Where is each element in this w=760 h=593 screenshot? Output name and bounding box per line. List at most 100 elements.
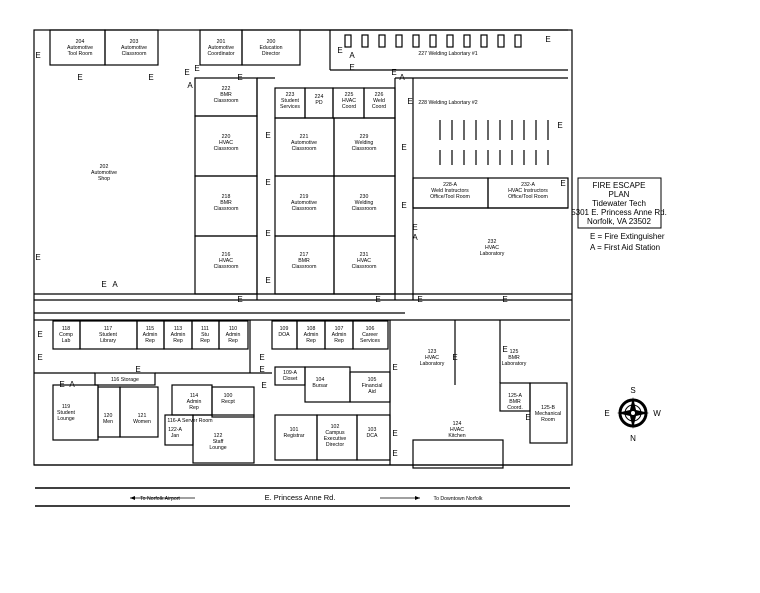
compass: S N E W [604, 386, 661, 443]
room-wall [218, 320, 249, 350]
fire-extinguisher-marker: E [525, 413, 530, 422]
welding-booth [497, 34, 505, 48]
legend-title-line: Norfolk, VA 23502 [587, 217, 651, 226]
first-aid-marker: A [399, 73, 405, 82]
fire-extinguisher-marker: E [77, 73, 82, 82]
compass-center [631, 411, 635, 415]
fire-extinguisher-marker: E [412, 223, 417, 232]
road-arrow-right-head [415, 496, 420, 500]
walls [33, 29, 573, 469]
fire-extinguisher-marker: E [337, 46, 342, 55]
first-aid-marker: A [69, 380, 75, 389]
fire-extinguisher-marker: E [135, 365, 140, 374]
fire-extinguisher-marker: E [261, 381, 266, 390]
legend-title-line: 5301 E. Princess Anne Rd. [571, 208, 667, 217]
room-label-r116a: 116-A Server Room [167, 418, 212, 424]
legend-key-first-aid: A = First Aid Station [590, 243, 660, 252]
welding-booth [395, 34, 403, 48]
first-aid-marker: A [187, 81, 193, 90]
legend-box [577, 177, 662, 229]
fire-extinguisher-marker: E [452, 353, 457, 362]
fire-extinguisher-marker: E [401, 143, 406, 152]
legend: FIRE ESCAPE PLAN Tidewater Tech 5301 E. … [571, 177, 667, 252]
welding-booth [514, 34, 522, 48]
fire-extinguisher-marker: E [237, 73, 242, 82]
fire-extinguisher-marker: E [35, 253, 40, 262]
welding-booth [480, 34, 488, 48]
fire-extinguisher-marker: E [502, 295, 507, 304]
room-wall [94, 372, 156, 386]
fire-extinguisher-marker: E [265, 229, 270, 238]
fire-extinguisher-marker: E [59, 380, 64, 389]
first-aid-marker: A [349, 51, 355, 60]
fire-extinguisher-marker: E [417, 295, 422, 304]
compass-east-label: E [604, 409, 609, 418]
legend-title-line: FIRE ESCAPE [593, 181, 646, 190]
fire-extinguisher-marker: E [560, 179, 565, 188]
legend-title-line: Tidewater Tech [592, 199, 646, 208]
welding-booth [463, 34, 471, 48]
welding-booth [446, 34, 454, 48]
fire-extinguisher-marker: E [259, 365, 264, 374]
room-wall [352, 320, 389, 350]
compass-north-label: N [630, 434, 636, 443]
road-arrow-left-head [130, 496, 135, 500]
fire-extinguisher-marker: E [35, 51, 40, 60]
fire-extinguisher-marker: E [392, 429, 397, 438]
room-wall [211, 386, 255, 418]
fire-extinguisher-marker: E [265, 131, 270, 140]
fire-extinguisher-marker: E [184, 68, 189, 77]
room-label-r116: 116 Storage [111, 377, 139, 383]
fire-extinguisher-marker: E [265, 178, 270, 187]
welding-booth [344, 34, 352, 48]
room-label-r227: 227 Welding Labortary #1 [418, 51, 477, 57]
room-wall [192, 414, 255, 464]
compass-west-label: W [653, 409, 661, 418]
compass-south-label: S [630, 386, 635, 395]
room-wall [412, 439, 504, 469]
fire-extinguisher-marker: E [349, 63, 354, 72]
fire-extinguisher-marker: E [545, 35, 550, 44]
fire-extinguisher-marker: E [37, 330, 42, 339]
room-wall [97, 386, 121, 438]
room-wall [119, 386, 159, 438]
fire-extinguisher-marker: E [237, 295, 242, 304]
fire-extinguisher-marker: E [148, 73, 153, 82]
fire-extinguisher-marker: E [259, 353, 264, 362]
road-direction-right: To Downtown Norfolk [433, 496, 482, 502]
